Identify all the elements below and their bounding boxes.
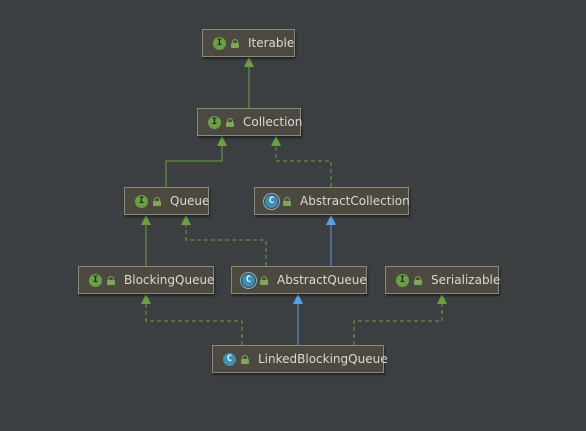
node-abstract-queue[interactable]: C AbstractQueue — [231, 266, 367, 294]
edge-abstractqueue-to-queue — [181, 215, 267, 266]
unlock-icon — [241, 354, 250, 364]
interface-icon: I — [135, 194, 148, 208]
edge-queue-to-collection — [165, 136, 227, 187]
node-abstract-collection[interactable]: C AbstractCollection — [254, 187, 410, 215]
unlock-icon — [260, 275, 269, 285]
interface-icon: I — [213, 36, 226, 50]
abstract-class-icon: C — [265, 194, 278, 208]
node-label: LinkedBlockingQueue — [258, 352, 388, 366]
edge-linkedblockingqueue-to-serializable — [353, 294, 447, 345]
node-queue[interactable]: I Queue — [124, 187, 209, 215]
unlock-icon — [231, 38, 240, 48]
edge-linkedblockingqueue-to-blockingqueue — [141, 294, 243, 345]
node-blocking-queue[interactable]: I BlockingQueue — [78, 266, 214, 294]
node-linked-blocking-queue[interactable]: C LinkedBlockingQueue — [212, 345, 388, 373]
node-label: Queue — [170, 194, 210, 208]
node-collection[interactable]: I Collection — [197, 108, 303, 136]
interface-icon: I — [208, 115, 221, 129]
node-label: AbstractQueue — [277, 273, 367, 287]
node-serializable[interactable]: I Serializable — [385, 266, 501, 294]
node-label: AbstractCollection — [300, 194, 410, 208]
unlock-icon — [414, 275, 423, 285]
node-label: BlockingQueue — [124, 273, 215, 287]
node-label: Iterable — [248, 36, 295, 50]
unlock-icon — [107, 275, 116, 285]
node-label: Collection — [243, 115, 303, 129]
unlock-icon — [283, 196, 292, 206]
unlock-icon — [153, 196, 162, 206]
edge-abstractcollection-to-collection — [271, 136, 332, 187]
class-icon: C — [223, 352, 236, 366]
interface-icon: I — [89, 273, 102, 287]
node-label: Serializable — [431, 273, 501, 287]
unlock-icon — [226, 117, 235, 127]
abstract-class-icon: C — [242, 273, 255, 287]
node-iterable[interactable]: I Iterable — [202, 29, 295, 57]
interface-icon: I — [396, 273, 409, 287]
